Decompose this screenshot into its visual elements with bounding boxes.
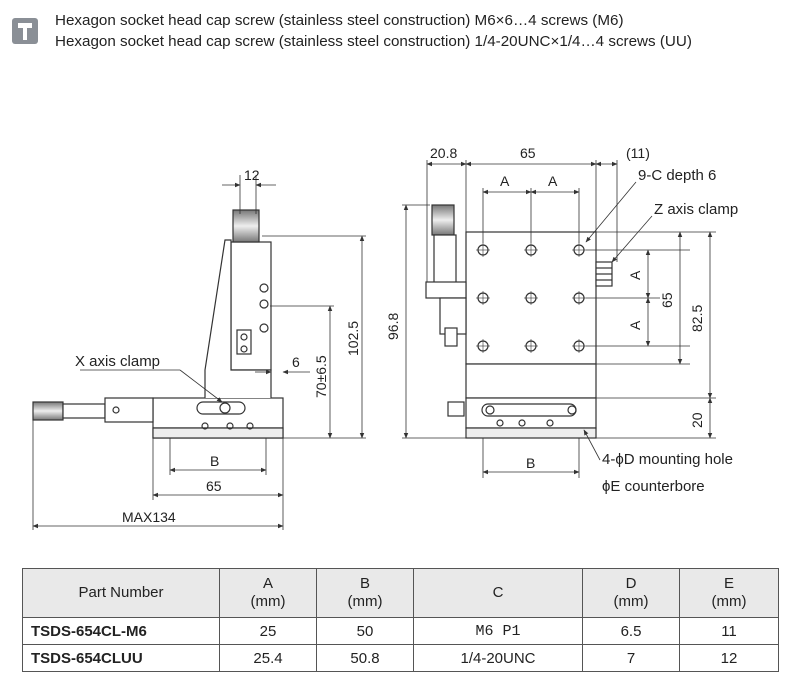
- z-axis-clamp-label: Z axis clamp: [654, 201, 738, 218]
- counterbore-label: ϕE counterbore: [602, 478, 705, 495]
- part-number-cell: TSDS-654CL-M6: [22, 617, 220, 645]
- e-cell: 12: [679, 644, 779, 672]
- a-cell: 25: [219, 617, 317, 645]
- c-cell: 1/4-20UNC: [413, 644, 583, 672]
- front-view: [425, 204, 613, 439]
- header-a: A(mm): [219, 568, 317, 618]
- front-view-labels: 20.8 65 (11) A A A A 65 82.5 96.8 20 B 9…: [385, 145, 738, 495]
- e-cell: 11: [679, 617, 779, 645]
- dim-max134: MAX134: [122, 509, 176, 525]
- dim-b-front: B: [526, 455, 535, 471]
- side-view-dimensions: [32, 175, 366, 530]
- d-cell: 7: [582, 644, 680, 672]
- a-cell: 25.4: [219, 644, 317, 672]
- dim-96-8: 96.8: [385, 313, 401, 340]
- note-line-uu: Hexagon socket head cap screw (stainless…: [55, 33, 692, 50]
- front-view-dimensions: [402, 160, 716, 478]
- dim-a-vertical-1: A: [627, 270, 643, 280]
- dim-a-left: A: [500, 173, 510, 189]
- spec-table: Part Number A(mm) B(mm) C D(mm) E(mm) TS…: [22, 568, 779, 672]
- dim-70: 70±6.5: [313, 355, 329, 398]
- mounting-hole-label: 4-ϕD mounting hole: [602, 451, 733, 468]
- dim-82-5: 82.5: [689, 305, 705, 332]
- note-line-m6: Hexagon socket head cap screw (stainless…: [55, 12, 624, 29]
- hole-label: 9-C depth 6: [638, 167, 716, 184]
- x-axis-clamp-label: X axis clamp: [75, 353, 160, 370]
- dim-12: 12: [244, 167, 260, 183]
- header-b: B(mm): [316, 568, 414, 618]
- screw-icon: [12, 18, 38, 44]
- header-d: D(mm): [582, 568, 680, 618]
- header-part-number: Part Number: [22, 568, 220, 618]
- part-number-cell: TSDS-654CLUU: [22, 644, 220, 672]
- dim-11: (11): [626, 145, 650, 161]
- d-cell: 6.5: [582, 617, 680, 645]
- dim-102-5: 102.5: [345, 321, 361, 356]
- b-cell: 50.8: [316, 644, 414, 672]
- dim-20-8: 20.8: [430, 145, 457, 161]
- dim-65-top: 65: [520, 145, 536, 161]
- header-e: E(mm): [679, 568, 779, 618]
- table-row: TSDS-654CL-M6 25 50 M6 P1 6.5 11: [22, 617, 779, 645]
- side-view: [32, 209, 284, 439]
- dim-a-vertical-2: A: [627, 320, 643, 330]
- dim-a-right: A: [548, 173, 558, 189]
- c-cell: M6 P1: [413, 617, 583, 645]
- side-view-labels: 12 6 70±6.5 102.5 B 65 MAX134 X axis cla…: [75, 167, 361, 525]
- dim-65-side: 65: [206, 478, 222, 494]
- header-c: C: [413, 568, 583, 618]
- table-header-row: Part Number A(mm) B(mm) C D(mm) E(mm): [22, 568, 779, 618]
- hole-centers: [476, 243, 586, 353]
- technical-drawing: 12 6 70±6.5 102.5 B 65 MAX134 X axis cla…: [32, 145, 738, 530]
- dim-20: 20: [689, 412, 705, 428]
- table-row: TSDS-654CLUU 25.4 50.8 1/4-20UNC 7 12: [22, 644, 779, 672]
- b-cell: 50: [316, 617, 414, 645]
- dim-65-vertical: 65: [659, 292, 675, 308]
- dim-6: 6: [292, 354, 300, 370]
- dim-b-side: B: [210, 453, 219, 469]
